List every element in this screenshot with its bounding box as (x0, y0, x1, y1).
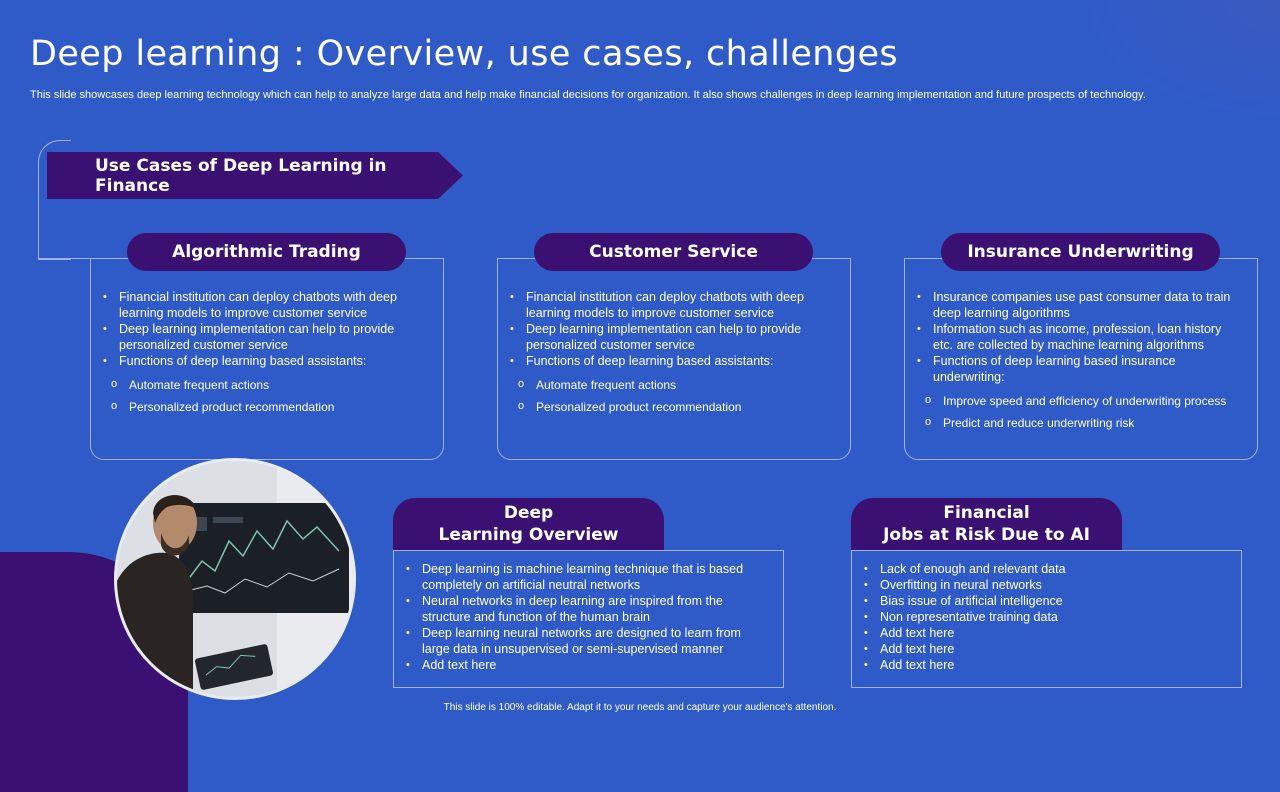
connector-line-horizontal (38, 258, 128, 259)
list-item: Functions of deep learning based assista… (508, 353, 828, 369)
overview-title: Deep Learning Overview (393, 498, 664, 550)
card-title-algorithmic-trading: Algorithmic Trading (127, 233, 406, 271)
list-item: Add text here (404, 657, 772, 673)
list-item: Deep learning is machine learning techni… (404, 561, 772, 593)
list-item: Lack of enough and relevant data (862, 561, 1230, 577)
list-item: Insurance companies use past consumer da… (915, 289, 1240, 321)
list-item: Add text here (862, 657, 1230, 673)
page-title: Deep learning : Overview, use cases, cha… (30, 34, 899, 74)
list-item: Financial institution can deploy chatbot… (508, 289, 828, 321)
list-item: Non representative training data (862, 609, 1230, 625)
overview-title-line2: Learning Overview (438, 525, 619, 545)
overview-box: Deep learning is machine learning techni… (393, 550, 784, 688)
monitor-icon (179, 503, 349, 613)
risks-box: Lack of enough and relevant data Overfit… (851, 550, 1242, 688)
sub-list-item: Automate frequent actions (508, 376, 828, 393)
list-item: Information such as income, profession, … (915, 321, 1240, 353)
card-algorithmic-trading: Financial institution can deploy chatbot… (90, 258, 444, 460)
card-customer-service: Financial institution can deploy chatbot… (497, 258, 851, 460)
tablet-icon (195, 644, 273, 690)
risks-title-line2: Jobs at Risk Due to AI (883, 525, 1090, 545)
list-item: Functions of deep learning based insuran… (915, 353, 1240, 385)
list-item: Deep learning implementation can help to… (101, 321, 421, 353)
sub-list-item: Improve speed and efficiency of underwri… (915, 392, 1250, 409)
corner-glow (1080, 0, 1280, 120)
section-banner-label: Use Cases of Deep Learning in Finance (95, 155, 387, 196)
card-title-insurance-underwriting: Insurance Underwriting (941, 233, 1220, 271)
risks-title: Financial Jobs at Risk Due to AI (851, 498, 1122, 550)
list-item: Neural networks in deep learning are ins… (404, 593, 772, 625)
sub-list-item: Predict and reduce underwriting risk (915, 414, 1250, 431)
sub-list-item: Personalized product recommendation (101, 398, 421, 415)
footer-note: This slide is 100% editable. Adapt it to… (443, 702, 837, 713)
list-item: Add text here (862, 641, 1230, 657)
card-title-customer-service: Customer Service (534, 233, 813, 271)
list-item: Deep learning neural networks are design… (404, 625, 772, 657)
overview-title-line1: Deep (503, 503, 554, 523)
photo-illustration (117, 461, 353, 697)
sub-list-item: Automate frequent actions (101, 376, 421, 393)
risks-title-line1: Financial (943, 503, 1030, 523)
list-item: Financial institution can deploy chatbot… (101, 289, 421, 321)
list-item: Add text here (862, 625, 1230, 641)
list-item: Bias issue of artificial intelligence (862, 593, 1230, 609)
sub-list-item: Personalized product recommendation (508, 398, 828, 415)
list-item: Functions of deep learning based assista… (101, 353, 421, 369)
person-with-trading-screen-photo (114, 458, 356, 700)
page-subtitle: This slide showcases deep learning techn… (30, 89, 1146, 101)
card-insurance-underwriting: Insurance companies use past consumer da… (904, 258, 1258, 460)
connector-line (38, 140, 71, 260)
section-banner: Use Cases of Deep Learning in Finance (47, 152, 463, 199)
list-item: Deep learning implementation can help to… (508, 321, 828, 353)
list-item: Overfitting in neural networks (862, 577, 1230, 593)
